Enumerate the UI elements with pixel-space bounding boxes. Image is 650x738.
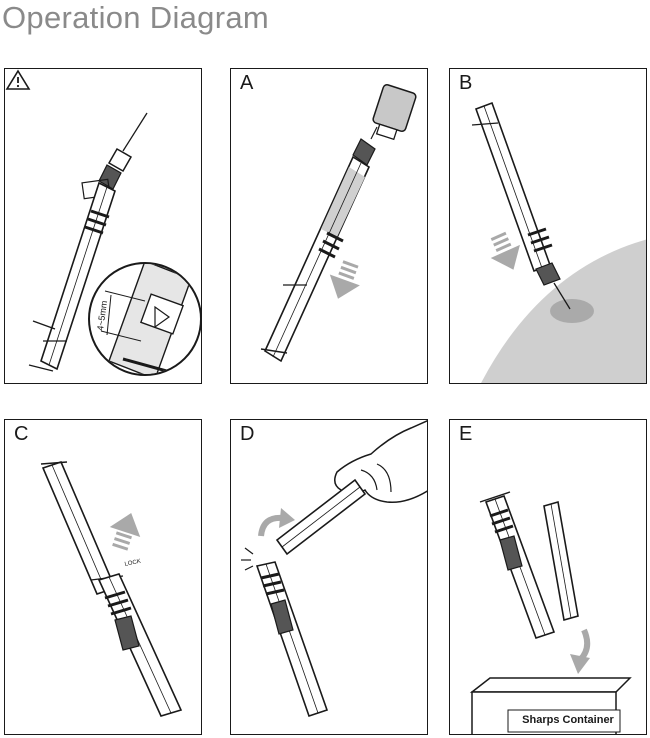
panel-a: A: [230, 68, 428, 384]
panel-warning: 4~5mm: [4, 68, 202, 384]
sharps-container-label: Sharps Container: [522, 714, 614, 726]
syringe-illustration-b: [471, 101, 646, 383]
panel-b: B: [449, 68, 647, 384]
panel-e-label: E: [459, 423, 473, 445]
down-arrow-icon: [329, 260, 360, 299]
measure-label: 4~5mm: [95, 300, 109, 331]
panel-d-label: D: [240, 423, 255, 445]
page-title: Operation Diagram: [2, 0, 269, 35]
panel-c-label: C: [14, 423, 29, 445]
panel-c: C LOCK: [4, 419, 202, 735]
syringe-illustration-d: [241, 420, 427, 718]
syringe-illustration-a: [260, 84, 417, 363]
down-arrow-icon: [490, 231, 520, 270]
syringe-illustration-e: [469, 491, 632, 734]
panel-b-label: B: [459, 72, 473, 94]
panel-a-label: A: [240, 72, 254, 94]
warning-triangle-icon: [5, 69, 31, 90]
syringe-illustration-warning: 4~5mm: [28, 112, 201, 376]
syringe-illustration-c: LOCK: [40, 461, 183, 717]
lock-label: LOCK: [124, 559, 141, 568]
up-arrow-icon: [109, 512, 141, 551]
panel-e: E: [449, 419, 647, 735]
panel-d: D: [230, 419, 428, 735]
